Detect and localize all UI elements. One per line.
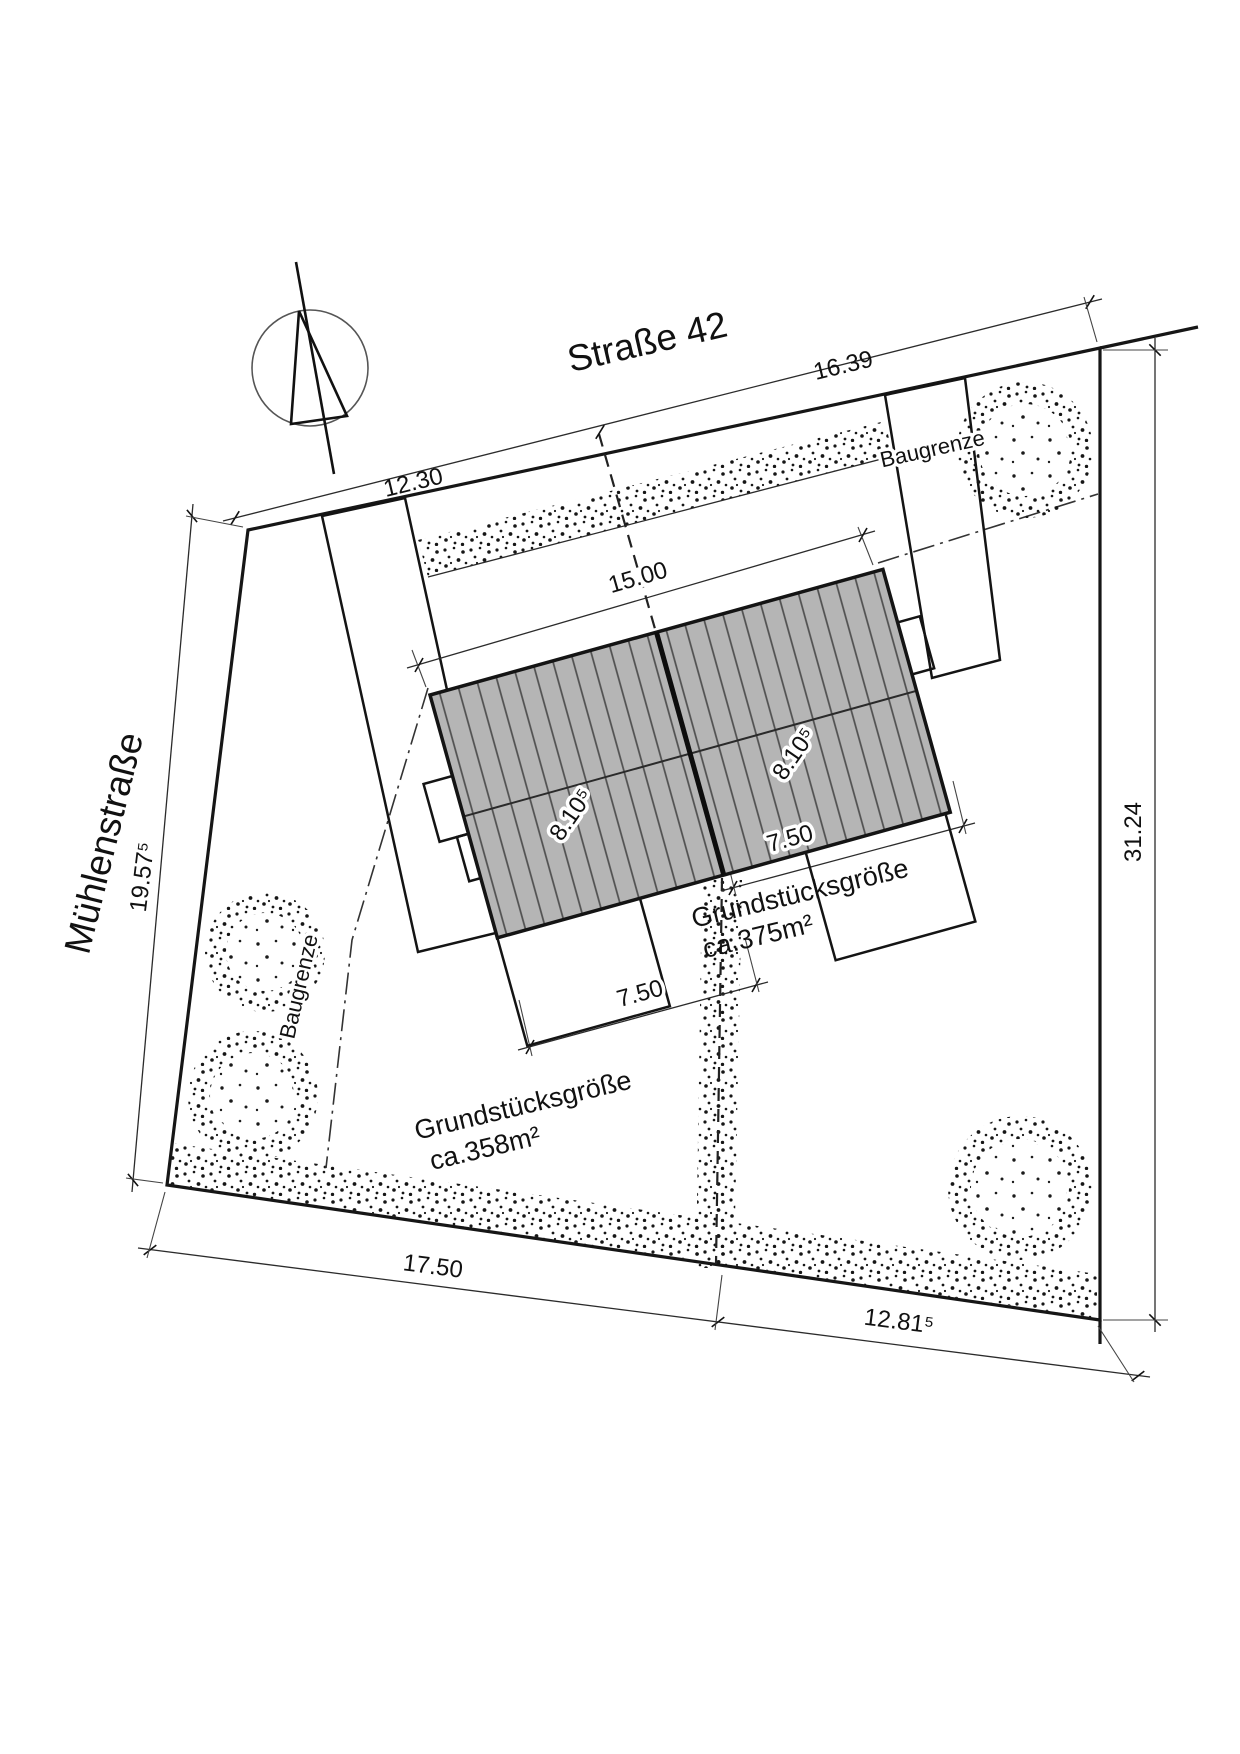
street-edge-extension-top bbox=[1099, 325, 1199, 350]
north-arrow-icon bbox=[251, 261, 369, 475]
dim-house-total-width: 15.00 bbox=[605, 557, 670, 600]
plot-size-label-left: Grundstücksgröße ca.358m² bbox=[411, 1065, 634, 1176]
dim-bottom-right: 12.81⁵ bbox=[863, 1304, 936, 1340]
hedge-bottom bbox=[170, 1143, 1097, 1318]
driveway-right bbox=[883, 376, 1002, 680]
hedge-top bbox=[418, 421, 894, 578]
party-wall bbox=[654, 631, 727, 876]
duplex-house: 8.10⁵ 8.10⁵ bbox=[422, 567, 977, 1048]
dimension-lines bbox=[125, 294, 1168, 1383]
baugrenze-line-left bbox=[325, 687, 429, 1169]
roof bbox=[427, 567, 953, 940]
dim-boundary-right: 31.24 bbox=[1120, 802, 1147, 862]
plot-division-line-bottom bbox=[714, 877, 724, 1265]
street-label-top: Straße 42 bbox=[563, 304, 731, 381]
tree-icon bbox=[948, 1116, 1092, 1260]
dim-street-top-right: 16.39 bbox=[811, 346, 876, 386]
tree-icon bbox=[957, 382, 1093, 518]
dim-bottom-left: 17.50 bbox=[401, 1249, 464, 1283]
dim-street-top-left: 12.30 bbox=[381, 463, 446, 503]
tree-icon bbox=[205, 892, 325, 1012]
dim-street-left: 19.57⁵ bbox=[125, 841, 160, 914]
tree-icon bbox=[188, 1031, 318, 1161]
dim-garden-left-width: 7.50 bbox=[614, 975, 666, 1014]
